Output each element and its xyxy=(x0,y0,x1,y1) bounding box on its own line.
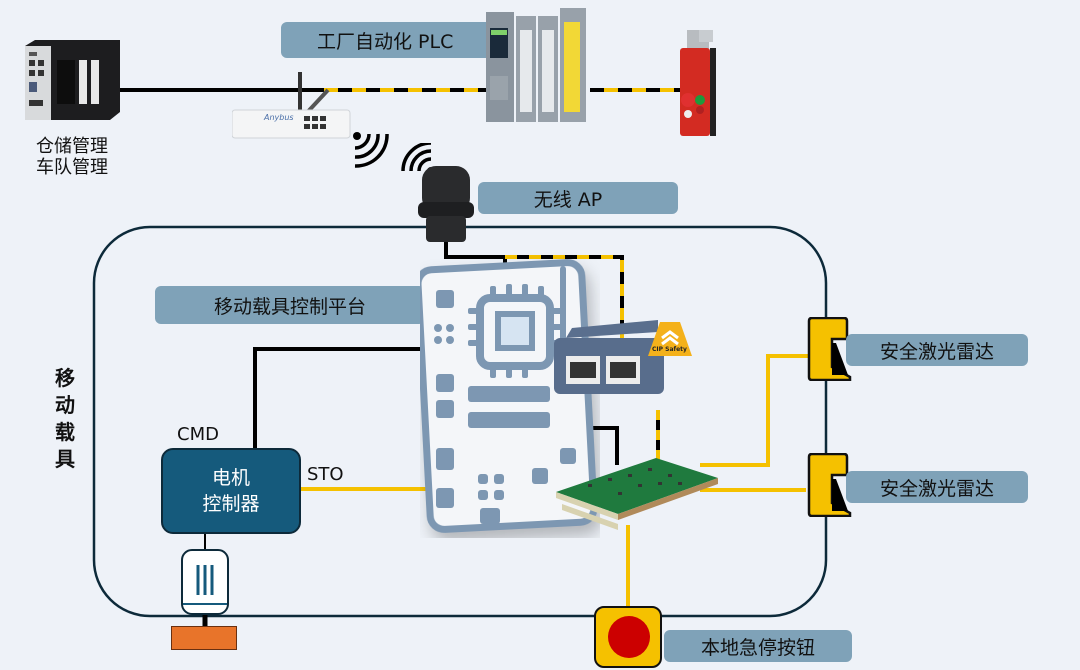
wireless-ap-label: 无线 AP xyxy=(478,182,678,214)
cmd-link xyxy=(253,347,475,448)
wifi-signal-icon xyxy=(353,132,389,168)
lidar1-link xyxy=(700,354,808,467)
platform-label: 移动载具控制平台 xyxy=(155,286,425,324)
warehouse-label-2: 车队管理 xyxy=(36,157,108,178)
cip-safety-badge: CIP Safety xyxy=(646,320,694,358)
lidar-label-2: 安全激光雷达 xyxy=(846,471,1028,503)
network-interface-card xyxy=(552,320,672,398)
cmd-label: CMD xyxy=(177,424,219,445)
safety-controller-board xyxy=(548,452,718,532)
plc-device xyxy=(486,4,588,124)
control-board-illustration xyxy=(414,248,600,533)
lidar-sensor-icon xyxy=(806,452,852,518)
industrial-pc xyxy=(25,40,120,120)
lidar-sensor-icon xyxy=(806,316,852,382)
estop-red-cap xyxy=(608,616,650,658)
vehicle-label: 移 动 载 具 xyxy=(55,366,75,471)
vehicle-boundary xyxy=(92,225,828,618)
sto-label: STO xyxy=(307,464,344,485)
estop-label: 本地急停按钮 xyxy=(664,630,852,662)
anybus-router: Anybus xyxy=(231,70,352,140)
router-brand: Anybus xyxy=(264,113,294,122)
wireless-ap-device xyxy=(416,166,476,244)
warehouse-label-1: 仓储管理 xyxy=(36,136,108,157)
estop-button xyxy=(594,606,662,668)
motor-controller: 电机 控制器 xyxy=(161,448,301,534)
safety-door-switch xyxy=(675,28,725,140)
brake-block xyxy=(171,626,237,650)
plc-label: 工厂自动化 PLC xyxy=(281,22,501,58)
lidar-label-1: 安全激光雷达 xyxy=(846,334,1028,366)
motor-icon xyxy=(181,549,229,615)
